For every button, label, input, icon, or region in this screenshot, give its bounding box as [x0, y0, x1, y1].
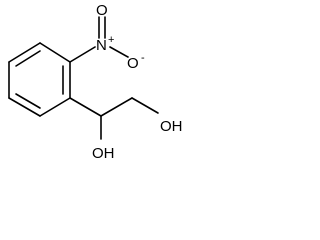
ring-double-bond-bottom-left: [15, 93, 41, 109]
top-oxygen-label: O: [96, 2, 108, 19]
hydroxyl-label-right: OH: [160, 118, 183, 135]
carbon-1-to-carbon-2-bond: [100, 97, 133, 117]
ring-bond-top-left: [8, 42, 41, 63]
nitro-group: N + O O -: [69, 2, 145, 72]
hydroxyl-label-bottom: OH: [92, 145, 115, 162]
ring-double-bond-top-left: [15, 50, 41, 67]
ring-bond-top: [39, 42, 71, 63]
ring-bond-bottom-left: [8, 97, 41, 117]
ring-to-carbon-1-bond: [69, 97, 102, 117]
ring-to-nitrogen-bond: [69, 46, 96, 63]
nitrogen-oxygen-single-bond: [109, 46, 129, 58]
chemical-structure-diagram: N + O O - OH OH: [8, 2, 183, 162]
benzene-ring: [8, 42, 71, 117]
nitrogen-charge-label: +: [108, 34, 114, 46]
ring-bond-bottom-right: [39, 97, 71, 117]
carbon-2-to-oxygen-bond: [131, 97, 159, 114]
oxygen-charge-label: -: [141, 52, 145, 64]
diol-side-chain: OH OH: [69, 97, 183, 162]
nitrogen-label: N: [96, 37, 107, 54]
right-oxygen-label: O: [127, 55, 139, 72]
